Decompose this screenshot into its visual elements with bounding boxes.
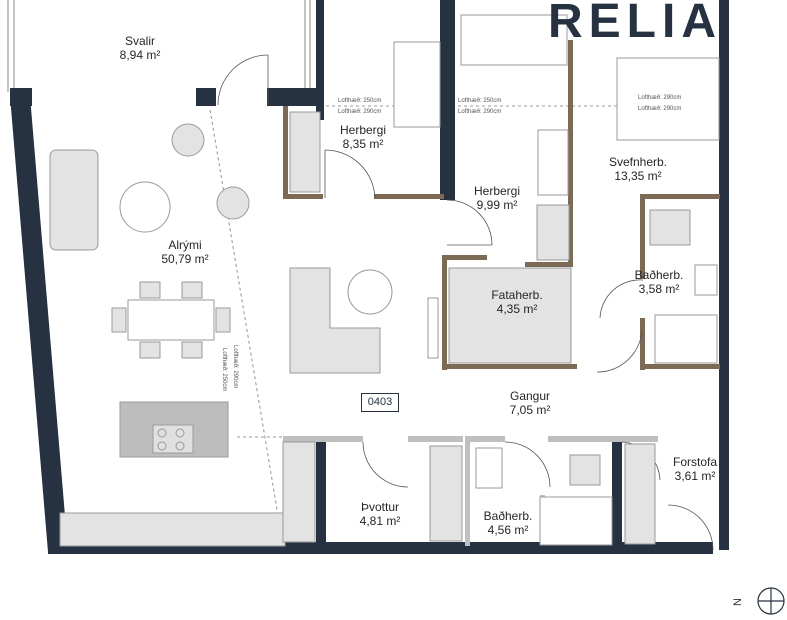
toilet-1 [569, 454, 601, 486]
shower-2 [654, 314, 718, 364]
ceiling-note: Lofthæð: 290cm [232, 345, 238, 389]
wardrobe-2 [536, 204, 570, 261]
sectional-sofa [289, 267, 381, 374]
balcony [7, 0, 311, 92]
ceiling-note: Lofthæð: 250cm [221, 348, 227, 392]
dining-table [127, 299, 215, 341]
bed-1 [393, 41, 441, 128]
dining-chair [139, 341, 161, 359]
double-bed [616, 57, 720, 141]
outer-walls [10, 0, 729, 554]
brand-watermark: RELIA [548, 0, 722, 48]
ceiling-note: Lofthæð: 250cm [458, 98, 502, 104]
interior-walls [283, 40, 720, 370]
ceiling-note: Lofthæð: 290cm [638, 95, 682, 101]
kitchen-counter [59, 512, 286, 547]
tall-cabinets [282, 441, 316, 543]
ceiling-note: Lofthæð: 290cm [638, 106, 682, 112]
wardrobe-1 [289, 111, 321, 193]
bed-2 [460, 14, 568, 66]
side-table [347, 269, 393, 315]
compass-icon [757, 587, 785, 615]
room-label-bathroom-1: Baðherb.3,58 m² [634, 268, 684, 296]
dining-chair [215, 307, 231, 333]
room-label-master-bedroom: Svefnherb.13,35 m² [608, 155, 668, 183]
dining-chair [139, 281, 161, 299]
armchair-2 [216, 186, 250, 220]
compass-label: N [731, 598, 744, 606]
tv-unit [427, 297, 439, 359]
toilet-2 [649, 209, 691, 246]
ceiling-note: Lofthæð: 290cm [338, 109, 382, 115]
dining-chair [181, 281, 203, 299]
coffee-table [119, 181, 171, 233]
armchair [171, 123, 205, 157]
ceiling-note: Lofthæð: 290cm [458, 109, 502, 115]
desk-2 [537, 129, 569, 196]
sink-2 [694, 264, 718, 296]
entrance-closet [624, 443, 656, 545]
dining-chair [181, 341, 203, 359]
furniture [49, 14, 720, 547]
unit-number-badge: 0403 [361, 393, 399, 412]
shower-1 [539, 496, 613, 546]
ceiling-lines [209, 105, 720, 516]
living-sofa [49, 149, 99, 251]
dining-chair [111, 307, 127, 333]
laundry-units [429, 445, 463, 542]
room-label-bathroom-2: Baðherb.4,56 m² [483, 509, 533, 537]
ceiling-note: Lofthæð: 250cm [338, 98, 382, 104]
sink [475, 447, 503, 489]
walk-in-closet [448, 267, 572, 364]
room-label-walk-in: Fataherb.4,35 m² [491, 288, 543, 316]
